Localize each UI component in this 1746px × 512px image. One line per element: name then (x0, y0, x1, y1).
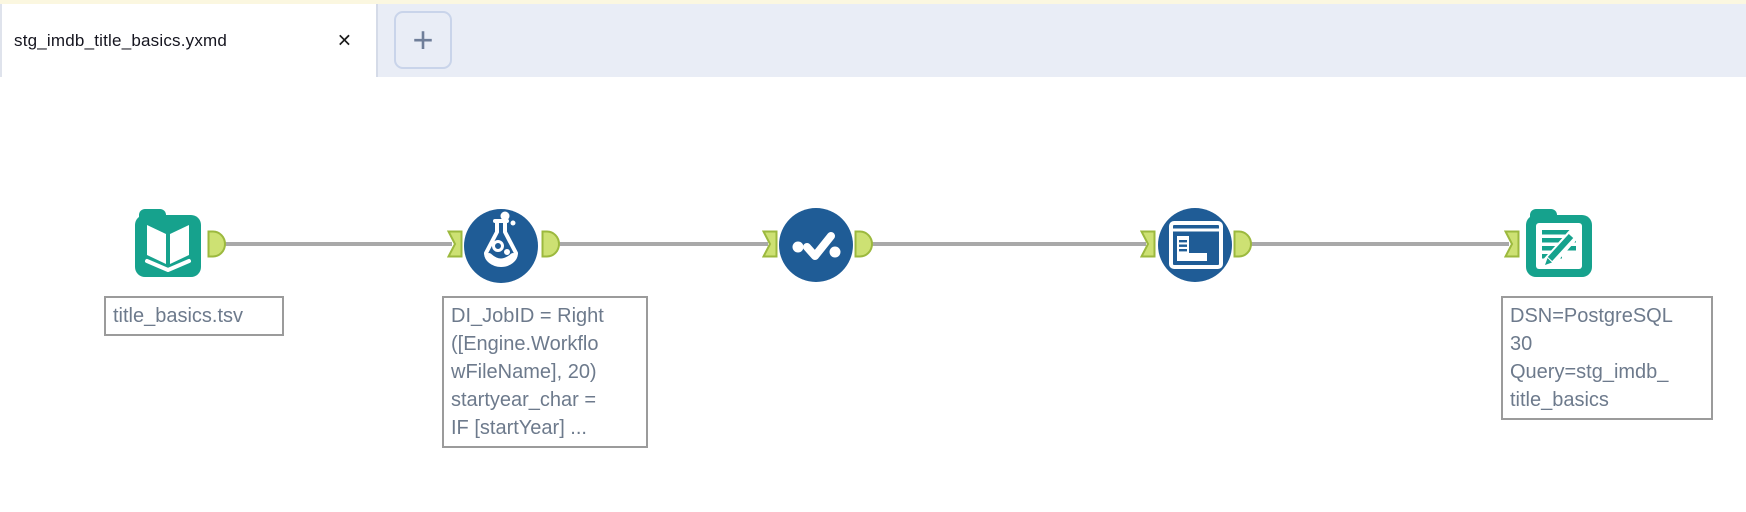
output-anchor (207, 230, 227, 263)
input-anchor (446, 230, 463, 263)
input-anchor (1139, 230, 1156, 263)
output-anchor (854, 230, 874, 263)
close-icon[interactable]: ✕ (336, 30, 352, 50)
tool-select-records[interactable] (1157, 207, 1233, 288)
tool-formula[interactable] (463, 208, 539, 289)
formula-flask-icon (464, 209, 538, 283)
select-checkmark-dots-icon (779, 208, 853, 282)
tool-input-data[interactable] (130, 207, 206, 286)
output-anchor (1233, 230, 1253, 263)
connection-wire[interactable] (1251, 242, 1509, 246)
tool-output-data[interactable] (1521, 207, 1597, 286)
connection-wire[interactable] (224, 242, 452, 246)
annotation-formula[interactable]: DI_JobID = Right ([Engine.Workflo wFileN… (442, 296, 648, 448)
tab-title: stg_imdb_title_basics.yxmd (14, 30, 228, 50)
tab-bar: stg_imdb_title_basics.yxmd ✕ + (0, 4, 1746, 77)
annotation-output-data[interactable]: DSN=PostgreSQL 30 Query=stg_imdb_ title_… (1501, 296, 1713, 420)
open-book-input-icon (135, 209, 201, 277)
output-anchor (541, 230, 561, 263)
annotation-input-data[interactable]: title_basics.tsv (104, 296, 284, 336)
connection-wire[interactable] (558, 242, 768, 246)
new-tab-button[interactable]: + (394, 11, 452, 69)
workflow-canvas[interactable] (0, 77, 1746, 512)
input-anchor (1503, 230, 1520, 263)
connection-wire[interactable] (872, 242, 1146, 246)
window-top-accent (0, 0, 1746, 4)
input-anchor (761, 230, 778, 263)
plus-icon: + (412, 19, 434, 60)
output-document-pencil-icon (1526, 209, 1592, 277)
tab-active-workflow[interactable]: stg_imdb_title_basics.yxmd ✕ (0, 4, 378, 77)
select-records-window-icon (1158, 208, 1232, 282)
tool-select[interactable] (778, 207, 854, 288)
